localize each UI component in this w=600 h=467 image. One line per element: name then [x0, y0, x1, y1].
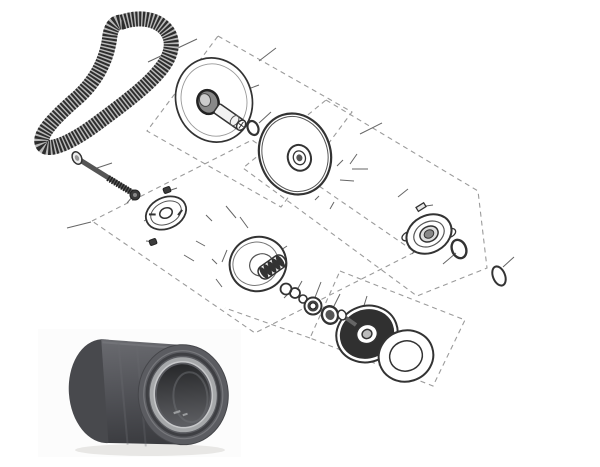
roller-pack [257, 254, 287, 280]
hub-nut [129, 189, 141, 201]
assembly-box-16 [309, 270, 466, 387]
bearing-photo [38, 329, 241, 457]
assembly-box-4 [90, 139, 417, 334]
assembly-box-19 [242, 99, 488, 297]
bearing-part [303, 296, 323, 316]
assembly-boxes [90, 35, 488, 387]
assembly-box-16-ext [224, 307, 311, 339]
o-ring-25 [450, 238, 468, 260]
o-ring-26 [491, 265, 507, 287]
bearing-housing [401, 213, 457, 255]
drive-face [174, 57, 254, 143]
ramp-plate [144, 195, 188, 231]
spoked-wheel [257, 112, 333, 196]
slider-caps [148, 186, 172, 246]
o-ring-18 [246, 119, 260, 137]
assembly-box-2 [146, 35, 353, 208]
drive-belt [34, 11, 179, 155]
crank-bolt [71, 151, 138, 198]
fan-shaft-stub [337, 309, 358, 327]
woodruff-key [415, 201, 427, 213]
washers [279, 282, 308, 304]
mounting-flange [377, 329, 435, 383]
